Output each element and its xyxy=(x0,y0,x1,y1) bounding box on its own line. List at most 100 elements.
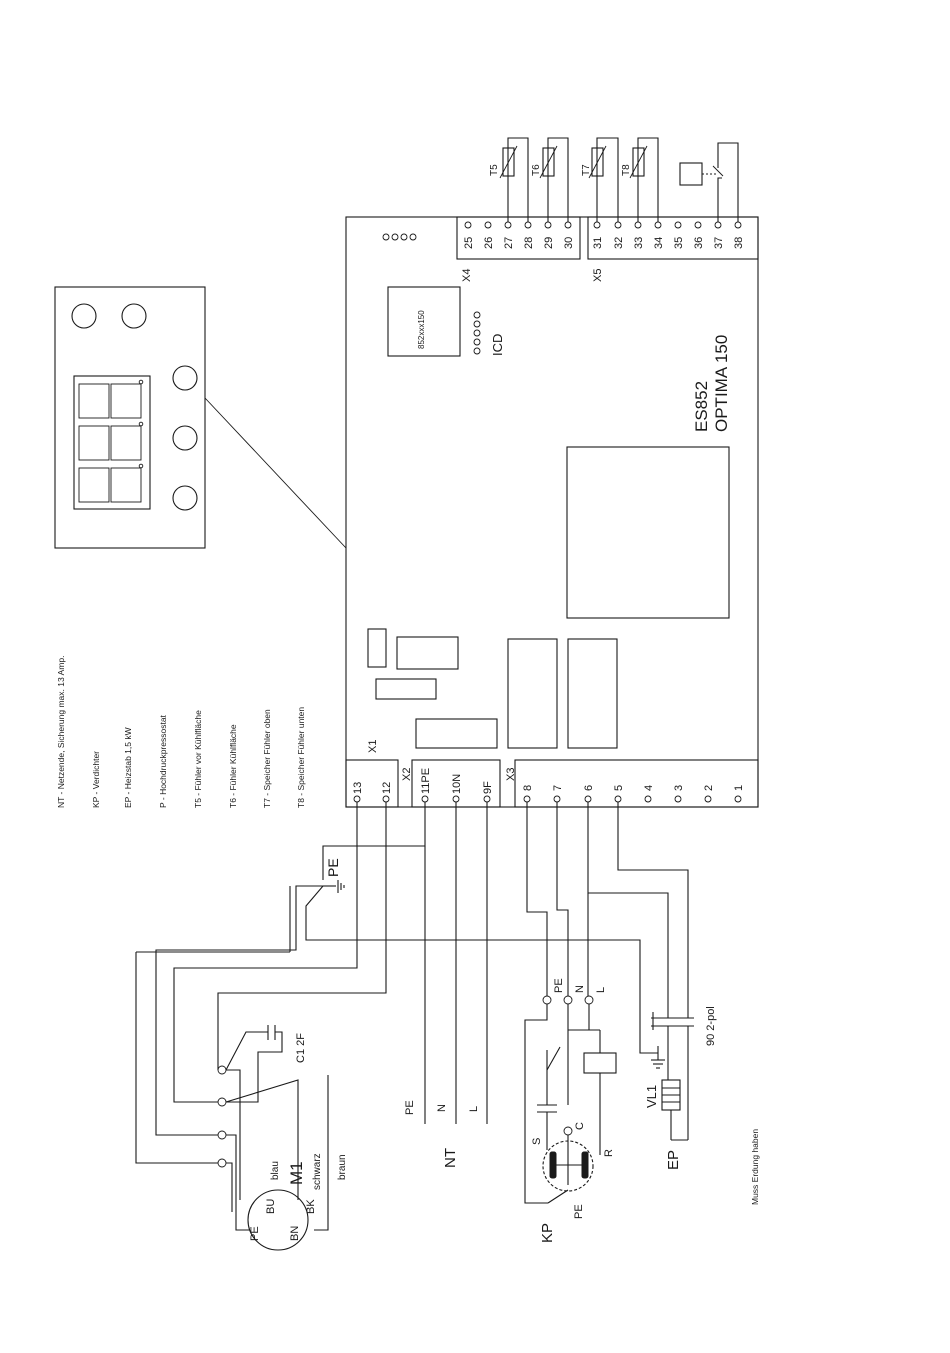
connector-x3: 8 7 6 5 4 3 2 1 X3 xyxy=(505,759,759,808)
vl1-label: VL1 xyxy=(644,1085,659,1108)
relay-1 xyxy=(507,638,558,749)
pin-x4-30: 30 xyxy=(563,221,575,249)
legend-item: P - Hochdruckpressostat xyxy=(158,714,168,808)
pin-x4-28: 28 xyxy=(523,221,535,249)
svg-text:9F: 9F xyxy=(482,781,494,794)
wire-braun-label: braun xyxy=(337,1154,348,1180)
svg-text:7: 7 xyxy=(552,785,564,791)
sensor-t7: T7 xyxy=(581,137,619,222)
pin-x5-34: 34 xyxy=(653,221,665,249)
svg-text:29: 29 xyxy=(543,237,555,249)
pin-x3-5: 5 xyxy=(613,785,625,803)
motor-bk-label: BK xyxy=(305,1199,317,1214)
board-title-line2: OPTIMA 150 xyxy=(712,335,731,432)
motor-bu-label: BU xyxy=(265,1199,277,1214)
capacitor-label: C1 2F xyxy=(295,1033,307,1063)
seven-segment-display xyxy=(73,375,151,510)
kp-n-label: N xyxy=(574,985,586,993)
connector-x5: 31 32 33 34 35 36 37 38 X5 xyxy=(587,216,759,282)
microcontroller-chip xyxy=(387,286,461,357)
heater-ep: 90 2-pol VL1 EP Muss Erdung haben xyxy=(644,1006,760,1205)
display-button-2 xyxy=(172,425,198,451)
svg-text:34: 34 xyxy=(653,237,665,249)
legend-item: T5 - Fühler vor Kühlfläche xyxy=(193,710,203,808)
transformer xyxy=(566,446,730,619)
svg-text:T5: T5 xyxy=(489,164,500,176)
pin-x1-12: 12 xyxy=(381,782,393,803)
pin-x4-26: 26 xyxy=(483,221,495,249)
svg-text:32: 32 xyxy=(613,237,625,249)
mains-nt: PE N L NT xyxy=(404,1100,480,1168)
svg-text:27: 27 xyxy=(503,237,515,249)
relay-contact-37-38 xyxy=(679,142,739,222)
fan-motor-m1: C1 2F BU PE BN BK M1 blau schwarz braun xyxy=(217,1025,348,1251)
nt-n-label: N xyxy=(436,1104,448,1112)
connector-x1: 13 12 X1 xyxy=(345,740,399,808)
thermostat-label: 90 2-pol xyxy=(705,1006,717,1046)
pe-ground-label: PE xyxy=(325,858,341,877)
icd-header: ICD xyxy=(473,311,505,356)
pin-x3-2: 2 xyxy=(703,785,715,803)
svg-text:T8: T8 xyxy=(621,164,632,176)
legend-item: EP - Heizstab 1,5 kW xyxy=(123,727,133,808)
svg-text:3: 3 xyxy=(673,785,685,791)
pin-x2-11pe: 11PE xyxy=(420,768,432,803)
pin-x5-38: 38 xyxy=(733,221,745,249)
sensor-t8: T8 xyxy=(621,137,659,222)
svg-text:35: 35 xyxy=(673,237,685,249)
svg-text:30: 30 xyxy=(563,237,575,249)
legend-item: KP - Verdichter xyxy=(91,751,101,808)
svg-text:6: 6 xyxy=(583,785,595,791)
legend-item: T8 - Speicher Fühler unten xyxy=(296,707,306,808)
wiring: PE xyxy=(135,802,689,1164)
nt-label: NT xyxy=(442,1148,459,1168)
kp-terminal-n xyxy=(563,995,573,1005)
pe-ground-symbol: PE xyxy=(155,802,658,1136)
pin-x3-4: 4 xyxy=(643,785,655,803)
pin-x5-32: 32 xyxy=(613,221,625,249)
svg-text:28: 28 xyxy=(523,237,535,249)
control-board: 852xxx150 ICD ES852 OPTIMA 150 xyxy=(345,216,759,808)
kp-l-label: L xyxy=(595,987,607,993)
legend-item: T6 - Fühler Kühlfläche xyxy=(228,724,238,808)
motor-pe-label: PE xyxy=(249,1226,261,1241)
connector-x1-label: X1 xyxy=(367,740,379,753)
nt-l-label: L xyxy=(468,1106,480,1112)
svg-text:11PE: 11PE xyxy=(420,768,432,794)
connector-x2-label: X2 xyxy=(401,768,413,781)
sensor-t5: T5 xyxy=(489,137,529,222)
svg-text:37: 37 xyxy=(713,237,725,249)
svg-text:36: 36 xyxy=(693,237,705,249)
svg-text:5: 5 xyxy=(613,785,625,791)
motor-bn-label: BN xyxy=(289,1226,301,1241)
pin-x5-31: 31 xyxy=(592,221,604,249)
legend: NT - Netzende, Sicherung max. 13 Amp. KP… xyxy=(56,656,306,808)
pin-x2-10n: 10N xyxy=(451,774,463,803)
ep-label: EP xyxy=(665,1150,682,1170)
wire-blau-label: blau xyxy=(270,1161,281,1180)
svg-text:38: 38 xyxy=(733,237,745,249)
sensor-t6: T6 xyxy=(531,137,569,222)
chip-label: 852xxx150 xyxy=(417,310,426,349)
display-button-3 xyxy=(172,485,198,511)
kp-pe-bottom-label: PE xyxy=(573,1204,585,1219)
compressor-kp: PE N L S C R PE KP xyxy=(524,978,617,1243)
svg-text:25: 25 xyxy=(463,237,475,249)
svg-text:13: 13 xyxy=(352,782,364,794)
kp-pe-label: PE xyxy=(553,978,565,993)
pin-x4-27: 27 xyxy=(503,221,515,249)
svg-text:4: 4 xyxy=(643,785,655,791)
svg-text:33: 33 xyxy=(633,237,645,249)
pin-x1-13: 13 xyxy=(352,782,364,803)
pin-x5-37: 37 xyxy=(713,221,725,249)
legend-item: T7 - Speicher Fühler oben xyxy=(262,709,272,808)
motor-label: M1 xyxy=(287,1161,306,1185)
wire-schwarz-label: schwarz xyxy=(312,1153,323,1190)
kp-label: KP xyxy=(539,1223,556,1243)
kp-terminal-l xyxy=(584,995,594,1005)
pin-x4-29: 29 xyxy=(543,221,555,249)
grounding-note: Muss Erdung haben xyxy=(750,1129,760,1205)
pin-x3-1: 1 xyxy=(733,785,745,803)
svg-text:31: 31 xyxy=(592,237,604,249)
